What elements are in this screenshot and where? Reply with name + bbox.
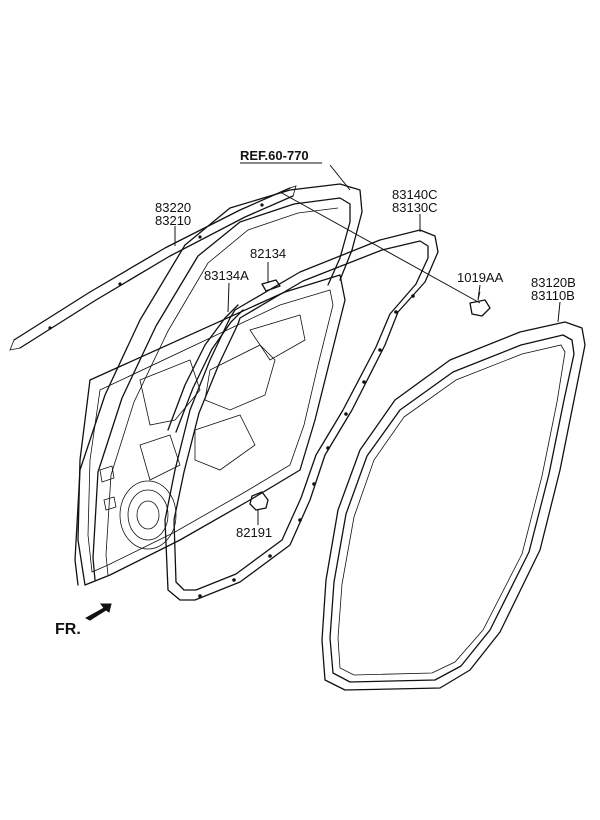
label-83120b: 83120B — [531, 275, 576, 290]
label-82134: 82134 — [250, 246, 286, 261]
front-arrow-icon — [84, 603, 112, 621]
door-panel — [77, 274, 346, 586]
door-side-weatherstrip — [164, 229, 439, 601]
bumper-82191 — [249, 491, 269, 511]
label-1019aa: 1019AA — [457, 270, 504, 285]
leader-lines — [174, 162, 561, 525]
glass-run-channel — [167, 304, 244, 433]
clip-82134 — [261, 279, 281, 292]
label-83220: 83220 — [155, 200, 191, 215]
label-83210: 83210 — [155, 213, 191, 228]
bolt-1019aa — [469, 291, 491, 317]
label-83110b: 83110B — [531, 288, 575, 303]
belt-weatherstrip — [9, 185, 297, 351]
front-label: FR. — [55, 621, 81, 638]
label-82191: 82191 — [236, 525, 272, 540]
door-sash-frame — [74, 183, 363, 586]
label-83134a: 83134A — [204, 268, 249, 283]
label-83140c: 83140C — [392, 187, 438, 202]
body-side-weatherstrip — [321, 321, 586, 691]
ref-label: REF.60-770 — [240, 148, 309, 163]
label-83130c: 83130C — [392, 200, 438, 215]
